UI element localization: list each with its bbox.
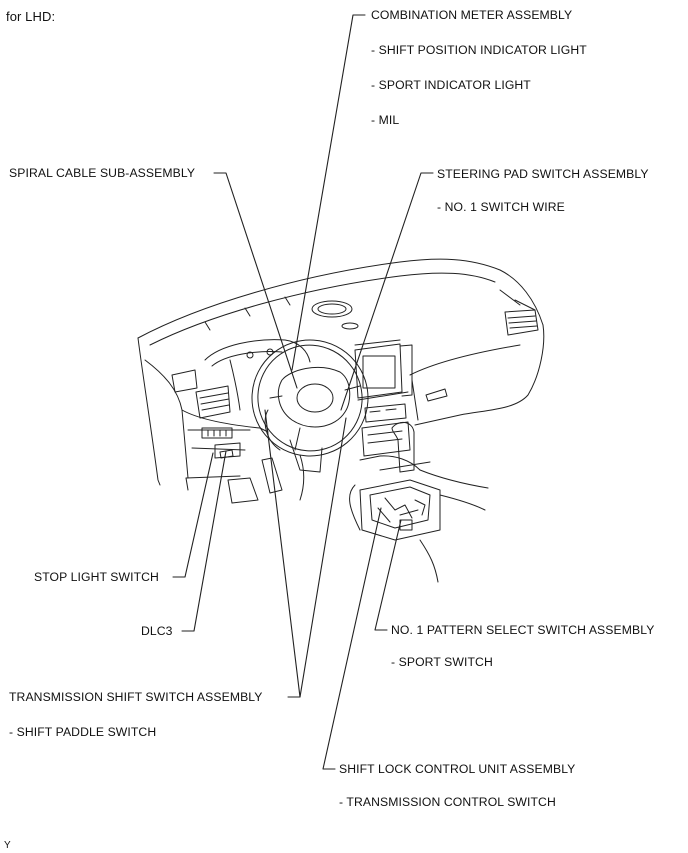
leader-transmission-shift-switch-2 xyxy=(299,417,347,698)
label-shift-position-light: - SHIFT POSITION INDICATOR LIGHT xyxy=(371,43,587,57)
label-shift-lock-control: SHIFT LOCK CONTROL UNIT ASSEMBLY xyxy=(339,762,576,776)
label-stop-light-switch: STOP LIGHT SWITCH xyxy=(34,570,159,584)
label-mil: - MIL xyxy=(371,113,400,127)
leader-combination-meter xyxy=(291,14,366,371)
leader-steering-pad-switch xyxy=(340,172,434,411)
leader-lines xyxy=(172,14,434,770)
label-transmission-control-switch: - TRANSMISSION CONTROL SWITCH xyxy=(339,795,556,809)
label-steering-pad-switch: STEERING PAD SWITCH ASSEMBLY xyxy=(437,167,649,181)
leader-pattern-select-switch xyxy=(374,519,402,631)
label-pattern-select-switch: NO. 1 PATTERN SELECT SWITCH ASSEMBLY xyxy=(391,623,655,637)
dashboard-drawing xyxy=(137,258,545,583)
label-spiral-cable: SPIRAL CABLE SUB-ASSEMBLY xyxy=(9,166,196,180)
variant-title: for LHD: xyxy=(6,9,56,24)
label-no1-switch-wire: - NO. 1 SWITCH WIRE xyxy=(437,200,565,214)
label-dlc3: DLC3 xyxy=(141,624,173,638)
label-combination-meter: COMBINATION METER ASSEMBLY xyxy=(371,8,573,22)
leader-spiral-cable xyxy=(213,172,298,389)
label-sport-indicator-light: - SPORT INDICATOR LIGHT xyxy=(371,78,531,92)
leader-dlc3 xyxy=(181,450,227,632)
leader-stop-light-switch xyxy=(172,452,214,578)
label-sport-switch: - SPORT SWITCH xyxy=(391,655,493,669)
label-transmission-shift-switch: TRANSMISSION SHIFT SWITCH ASSEMBLY xyxy=(9,690,263,704)
leader-shift-lock-control xyxy=(322,507,382,770)
illustration-code: Y xyxy=(4,840,11,851)
label-shift-paddle-switch: - SHIFT PADDLE SWITCH xyxy=(9,725,157,739)
